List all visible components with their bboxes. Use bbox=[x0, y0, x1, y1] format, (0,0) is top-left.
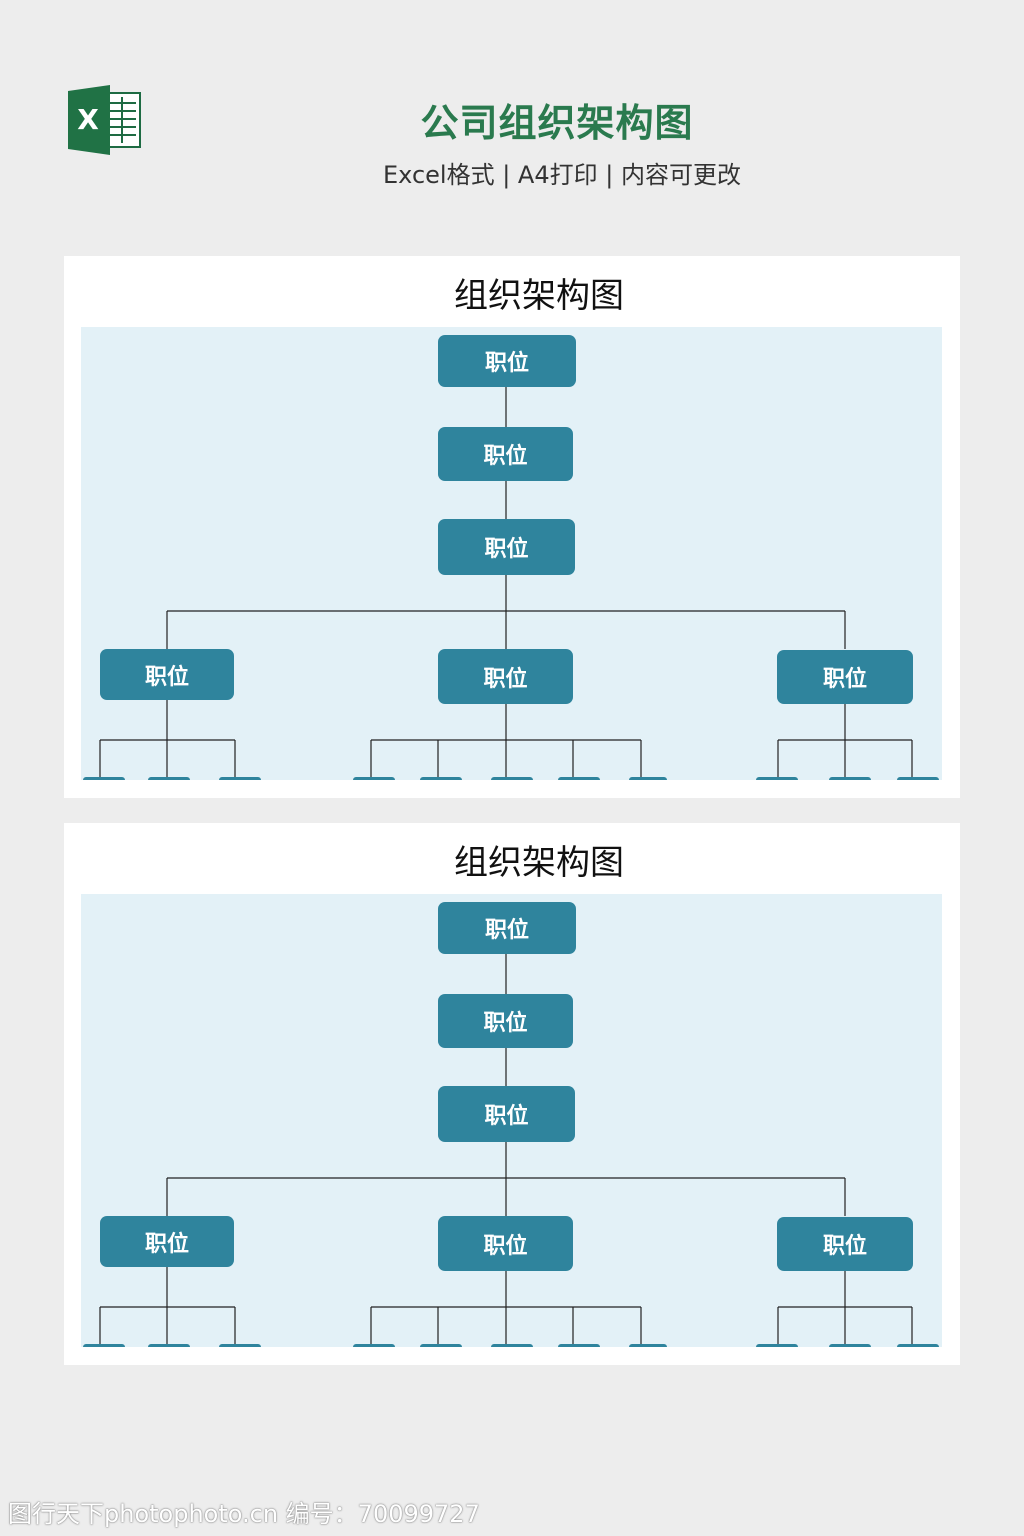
org-node: 职位 bbox=[100, 649, 234, 700]
excel-icon: X bbox=[68, 85, 142, 155]
org-node: 职位 bbox=[438, 427, 573, 481]
org-node: 职位 bbox=[438, 994, 573, 1048]
connector-lines bbox=[83, 387, 939, 780]
excel-icon-letter: X bbox=[77, 103, 99, 136]
org-node: 职位 bbox=[438, 335, 576, 387]
org-node: 职位 bbox=[438, 649, 573, 704]
page-subtitle: Excel格式 | A4打印 | 内容可更改 bbox=[383, 161, 741, 189]
page-title: 公司组织架构图 bbox=[420, 101, 694, 145]
sheet-title: 组织架构图 bbox=[454, 276, 624, 316]
sheet-title: 组织架构图 bbox=[454, 843, 624, 883]
org-node: 职位 bbox=[100, 1216, 234, 1267]
org-chart-sheet-1: 组织架构图 bbox=[64, 256, 960, 798]
watermark: 图行天下photophoto.cn 编号：70099727 bbox=[8, 1500, 480, 1528]
org-chart-sheet-2: 组织架构图 bbox=[64, 823, 960, 1365]
connector-lines bbox=[83, 954, 939, 1347]
org-node: 职位 bbox=[438, 519, 575, 575]
org-node: 职位 bbox=[438, 1216, 573, 1271]
org-node: 职位 bbox=[438, 902, 576, 954]
org-node: 职位 bbox=[438, 1086, 575, 1142]
org-chart-area: 职位 职位 职位 职位 职位 职位 bbox=[81, 894, 942, 1347]
org-node: 职位 bbox=[777, 1217, 913, 1271]
org-node: 职位 bbox=[777, 650, 913, 704]
org-chart-area: 职位 职位 职位 职位 职位 职位 bbox=[81, 327, 942, 780]
